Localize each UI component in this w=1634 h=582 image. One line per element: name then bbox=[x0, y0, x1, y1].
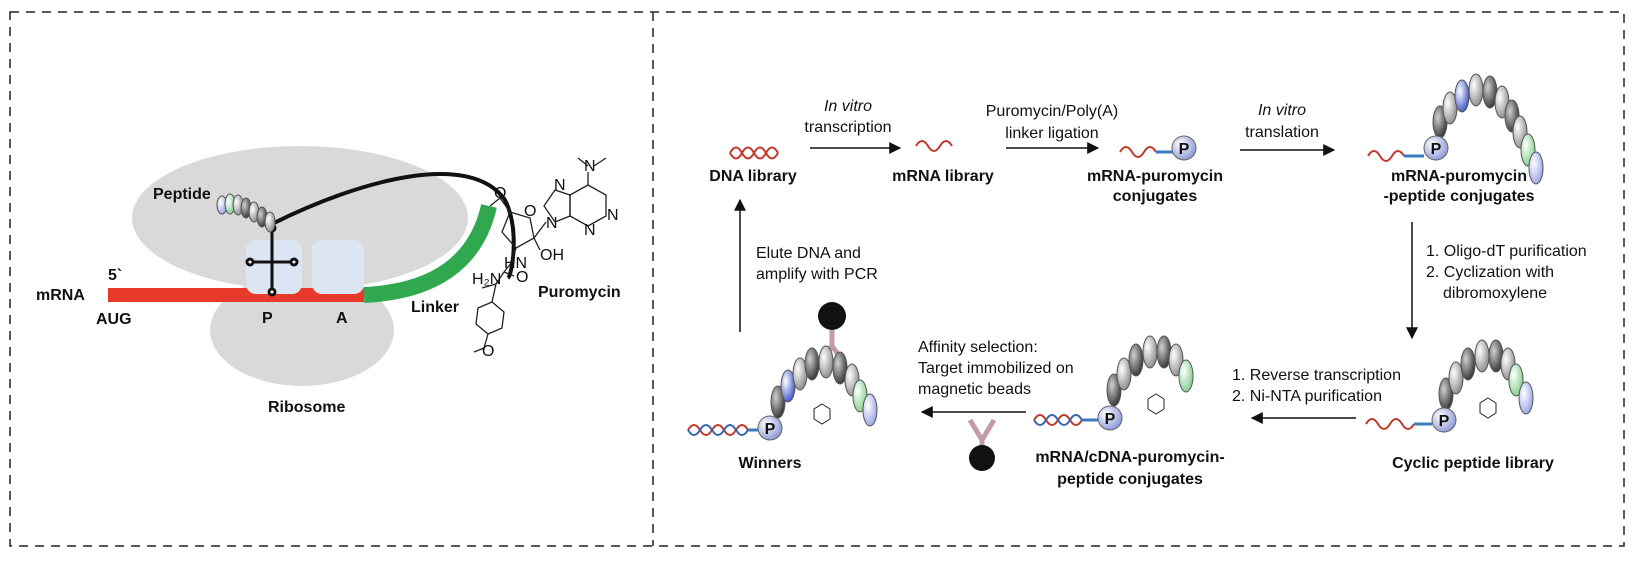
svg-text:P: P bbox=[765, 421, 776, 438]
mrna-library-label: mRNA library bbox=[892, 168, 994, 185]
svg-text:P: P bbox=[1105, 411, 1116, 428]
step-transcription-line1: In vitro bbox=[824, 98, 872, 115]
outer-border bbox=[9, 11, 1625, 547]
winners-icon: P bbox=[687, 302, 878, 441]
cyclic-peptide-library-icon: P bbox=[1365, 339, 1534, 433]
dna-library-label: DNA library bbox=[709, 168, 797, 185]
a-site-label: A bbox=[336, 310, 348, 327]
svg-text:O: O bbox=[524, 203, 536, 220]
mrna-puromycin-peptide-label-line1: mRNA-puromycin bbox=[1391, 168, 1527, 185]
svg-text:O: O bbox=[482, 343, 494, 360]
mrna-puromycin-peptide-icon: P bbox=[1367, 73, 1544, 185]
svg-text:P: P bbox=[1431, 141, 1442, 158]
cyclic-library-label: Cyclic peptide library bbox=[1392, 455, 1554, 472]
winners-label: Winners bbox=[739, 455, 802, 472]
aug-label: AUG bbox=[96, 311, 132, 328]
antibody-bead-target bbox=[967, 418, 997, 471]
linker-arc bbox=[363, 204, 497, 303]
step-ligation-line2: linker ligation bbox=[1005, 125, 1098, 142]
svg-text:HN: HN bbox=[504, 255, 527, 272]
dna-library-icon bbox=[729, 146, 779, 160]
p-site-label: P bbox=[262, 310, 273, 327]
svg-text:N: N bbox=[584, 222, 596, 239]
svg-text:N: N bbox=[584, 158, 596, 175]
svg-text:O: O bbox=[494, 185, 506, 202]
step-transcription-line2: transcription bbox=[804, 119, 891, 136]
puromycin-atoms: N N N N N O O OH HN H₂N O O bbox=[472, 158, 619, 360]
ribosome-label: Ribosome bbox=[268, 399, 345, 416]
a-site bbox=[312, 240, 364, 294]
linker-label: Linker bbox=[411, 299, 459, 316]
cdna-conjugates-icon: P bbox=[1033, 335, 1194, 431]
cdna-conjugates-label-line1: mRNA/cDNA-puromycin- bbox=[1035, 449, 1224, 466]
mrna-puromycin-label-line1: mRNA-puromycin bbox=[1087, 168, 1223, 185]
svg-text:P: P bbox=[1179, 141, 1190, 158]
mrna-puromycin-peptide-label-line2: -peptide conjugates bbox=[1383, 188, 1534, 205]
step-rt-line1: 1. Reverse transcription bbox=[1232, 367, 1401, 384]
svg-text:N: N bbox=[607, 207, 619, 224]
right-panel: DNA library In vitro transcription mRNA … bbox=[687, 73, 1587, 488]
svg-text:N: N bbox=[546, 215, 558, 232]
mrna-library-icon bbox=[915, 140, 953, 152]
mrna-puromycin-label-line2: conjugates bbox=[1113, 188, 1198, 205]
puromycin-structure bbox=[473, 157, 607, 353]
step-elute-line1: Elute DNA and bbox=[756, 245, 861, 262]
puromycin-label: Puromycin bbox=[538, 284, 621, 301]
step-rt-line2: 2. Ni-NTA purification bbox=[1232, 388, 1382, 405]
step-cyclization-line3: dibromoxylene bbox=[1443, 285, 1547, 302]
svg-text:O: O bbox=[516, 269, 528, 286]
peptide-label: Peptide bbox=[153, 186, 211, 203]
svg-text:P: P bbox=[1439, 413, 1450, 430]
svg-text:H₂N: H₂N bbox=[472, 271, 501, 288]
svg-text:N: N bbox=[554, 177, 566, 194]
mrna-strand bbox=[108, 288, 364, 302]
step-translation-line1: In vitro bbox=[1258, 102, 1306, 119]
step-affinity-line2: Target immobilized on bbox=[918, 360, 1074, 377]
step-elute-line2: amplify with PCR bbox=[756, 266, 878, 283]
step-cyclization-line1: 1. Oligo-dT purification bbox=[1426, 243, 1587, 260]
step-translation-line2: translation bbox=[1245, 124, 1319, 141]
peptide-coil bbox=[216, 193, 276, 233]
step-affinity-line3: magnetic beads bbox=[918, 381, 1031, 398]
step-cyclization-line2: 2. Cyclization with bbox=[1426, 264, 1554, 281]
mrna-puromycin-icon: P bbox=[1119, 135, 1197, 161]
mrna-label: mRNA bbox=[36, 287, 85, 304]
left-panel: Peptide mRNA 5` AUG P A Linker Ribosome … bbox=[36, 146, 621, 416]
five-prime-label: 5` bbox=[108, 267, 122, 284]
step-ligation-line1: Puromycin/Poly(A) bbox=[986, 103, 1118, 120]
cdna-conjugates-label-line2: peptide conjugates bbox=[1057, 471, 1203, 488]
step-affinity-line1: Affinity selection: bbox=[918, 339, 1038, 356]
svg-text:OH: OH bbox=[540, 247, 564, 264]
p-site bbox=[246, 240, 302, 294]
